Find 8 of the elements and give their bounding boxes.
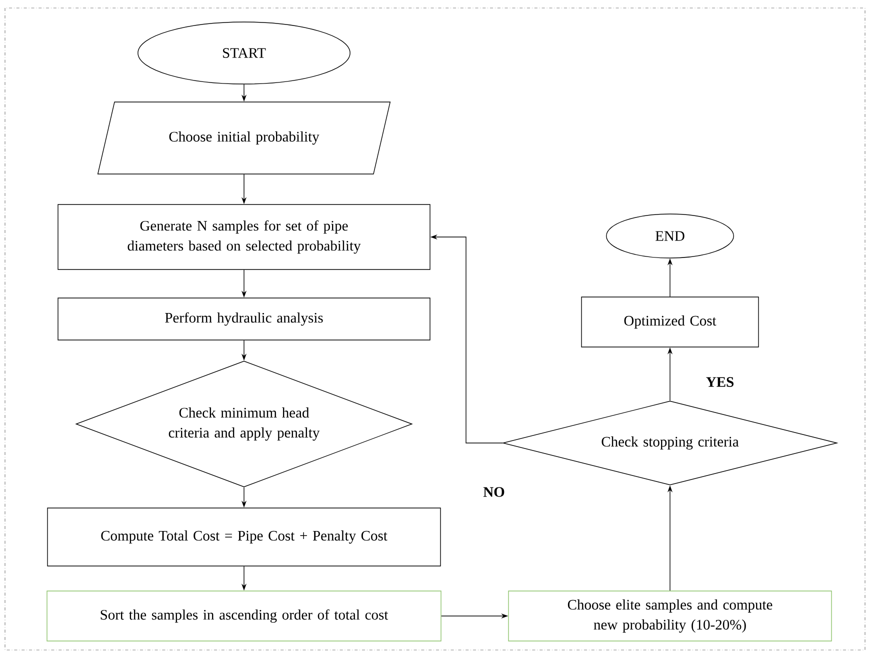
edge-label: YES bbox=[704, 376, 736, 388]
edge-label: NO bbox=[482, 486, 506, 498]
process-box: Choose elite samples and compute new probability (10-20%) bbox=[508, 590, 832, 642]
process-box: Perform hydraulic analysis bbox=[58, 298, 430, 340]
process-box: Generate N samples for set of pipe diameters based on selected probability bbox=[58, 204, 430, 270]
process-box: Optimized Cost bbox=[581, 296, 759, 348]
process-box: Compute Total Cost = Pipe Cost + Penalty Cost bbox=[47, 508, 441, 566]
process-box: Sort the samples in ascending order of total cost bbox=[46, 590, 442, 642]
